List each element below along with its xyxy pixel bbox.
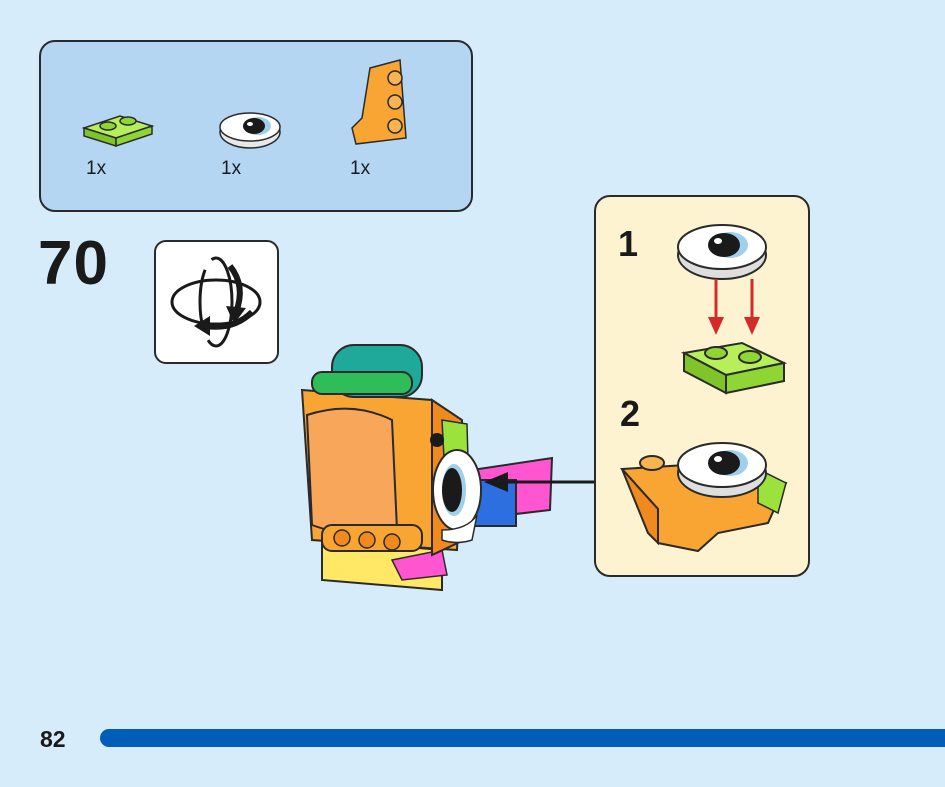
orange-wedge-icon — [351, 59, 407, 145]
substep-number: 1 — [618, 223, 639, 264]
attach-arrow-icon — [484, 472, 598, 492]
eye-tile-icon — [677, 224, 767, 280]
rotate-model-icon — [170, 256, 262, 348]
eye-tile-icon — [219, 112, 281, 149]
part-qty: 1x — [86, 158, 107, 179]
model-illustration — [300, 344, 554, 592]
eye-on-wedge-icon — [619, 442, 788, 553]
rotate-model-box — [154, 240, 279, 364]
lime-plate-icon — [680, 341, 788, 395]
part-qty: 1x — [350, 158, 371, 179]
red-arrow-icon — [708, 279, 760, 335]
page-number: 82 — [40, 726, 66, 752]
substep-number: 2 — [620, 393, 641, 434]
subassembly-callout: 1 2 — [594, 195, 810, 577]
lime-plate-icon — [81, 115, 155, 148]
step-number: 70 — [38, 229, 109, 298]
progress-bar — [100, 729, 945, 747]
part-qty: 1x — [221, 158, 242, 179]
